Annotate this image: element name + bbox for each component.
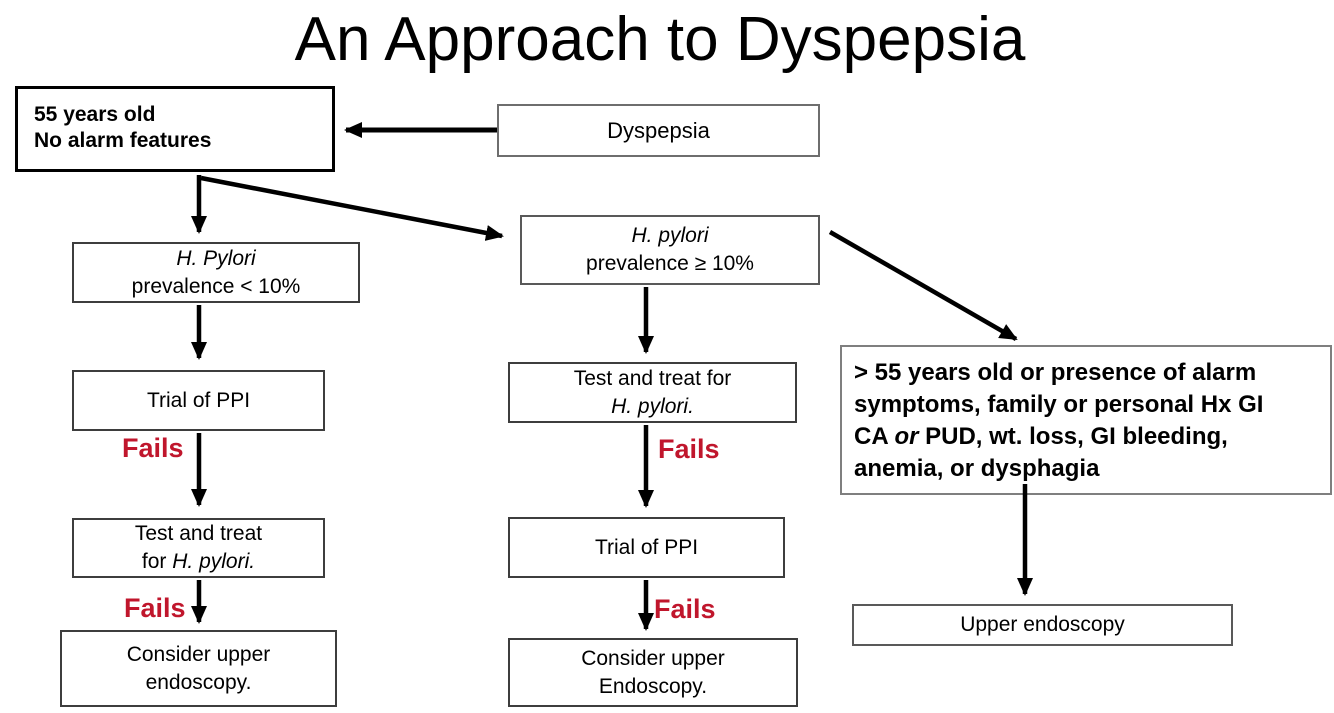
node-line-part: PUD, wt. loss, GI bleeding,	[918, 423, 1228, 450]
page-title: An Approach to Dyspepsia	[294, 5, 1026, 74]
node-consider-endoscopy-left: Consider upper endoscopy.	[60, 630, 337, 707]
node-line: 55 years old	[34, 103, 156, 126]
node-hp-prevalence-high: H. pylori prevalence ≥ 10%	[520, 215, 820, 285]
node-line: prevalence < 10%	[131, 274, 301, 298]
fails-label: Fails	[122, 433, 184, 463]
node-line: Trial of PPI	[146, 388, 251, 412]
node-trial-ppi-left: Trial of PPI	[72, 370, 325, 431]
node-line: CA or PUD, wt. loss, GI bleeding,	[854, 421, 1228, 453]
node-line: symptoms, family or personal Hx GI	[854, 391, 1264, 418]
node-line: H. Pylori	[176, 246, 256, 270]
node-line: Upper endoscopy	[960, 613, 1125, 636]
node-upper-endoscopy: Upper endoscopy	[852, 604, 1233, 646]
node-line: Consider upper	[581, 646, 725, 670]
node-line: for H. pylori.	[142, 548, 255, 576]
node-line-part: H. pylori.	[172, 550, 256, 573]
node-dyspepsia: Dyspepsia	[497, 104, 820, 157]
node-line: Trial of PPI	[594, 535, 699, 559]
node-line-part: CA	[854, 423, 895, 450]
node-line-part: for	[141, 550, 173, 573]
node-line-part: or	[894, 423, 919, 450]
node-trial-ppi-mid: Trial of PPI	[508, 517, 785, 578]
node-age-no-alarm: 55 years old No alarm features	[15, 86, 335, 172]
node-line: > 55 years old or presence of alarm	[854, 359, 1257, 386]
node-line: Endoscopy.	[598, 674, 708, 698]
node-line: No alarm features	[34, 129, 212, 152]
node-test-treat-mid: Test and treat for H. pylori.	[508, 362, 797, 423]
fails-label: Fails	[124, 593, 186, 623]
node-consider-endoscopy-mid: Consider upper Endoscopy.	[508, 638, 798, 707]
node-line: Test and treat	[134, 522, 263, 545]
fails-label: Fails	[654, 594, 716, 624]
node-line: Dyspepsia	[607, 117, 710, 143]
node-line: prevalence ≥ 10%	[586, 252, 754, 275]
node-line: Test and treat for	[573, 366, 732, 390]
arrow-hp-high-to-alarm	[828, 230, 1018, 341]
node-test-treat-left: Test and treat for H. pylori.	[72, 518, 325, 578]
fails-label: Fails	[658, 434, 720, 464]
node-alarm-features: > 55 years old or presence of alarm symp…	[840, 345, 1332, 495]
node-line: H. pylori	[631, 224, 709, 247]
node-line: Consider upper	[126, 642, 271, 666]
node-hp-prevalence-low: H. Pylori prevalence < 10%	[72, 242, 360, 303]
node-line: H. pylori.	[611, 394, 694, 418]
node-line: endoscopy.	[145, 670, 252, 694]
arrow-age-to-hp-high	[200, 175, 504, 241]
node-line: anemia, or dysphagia	[854, 455, 1100, 482]
